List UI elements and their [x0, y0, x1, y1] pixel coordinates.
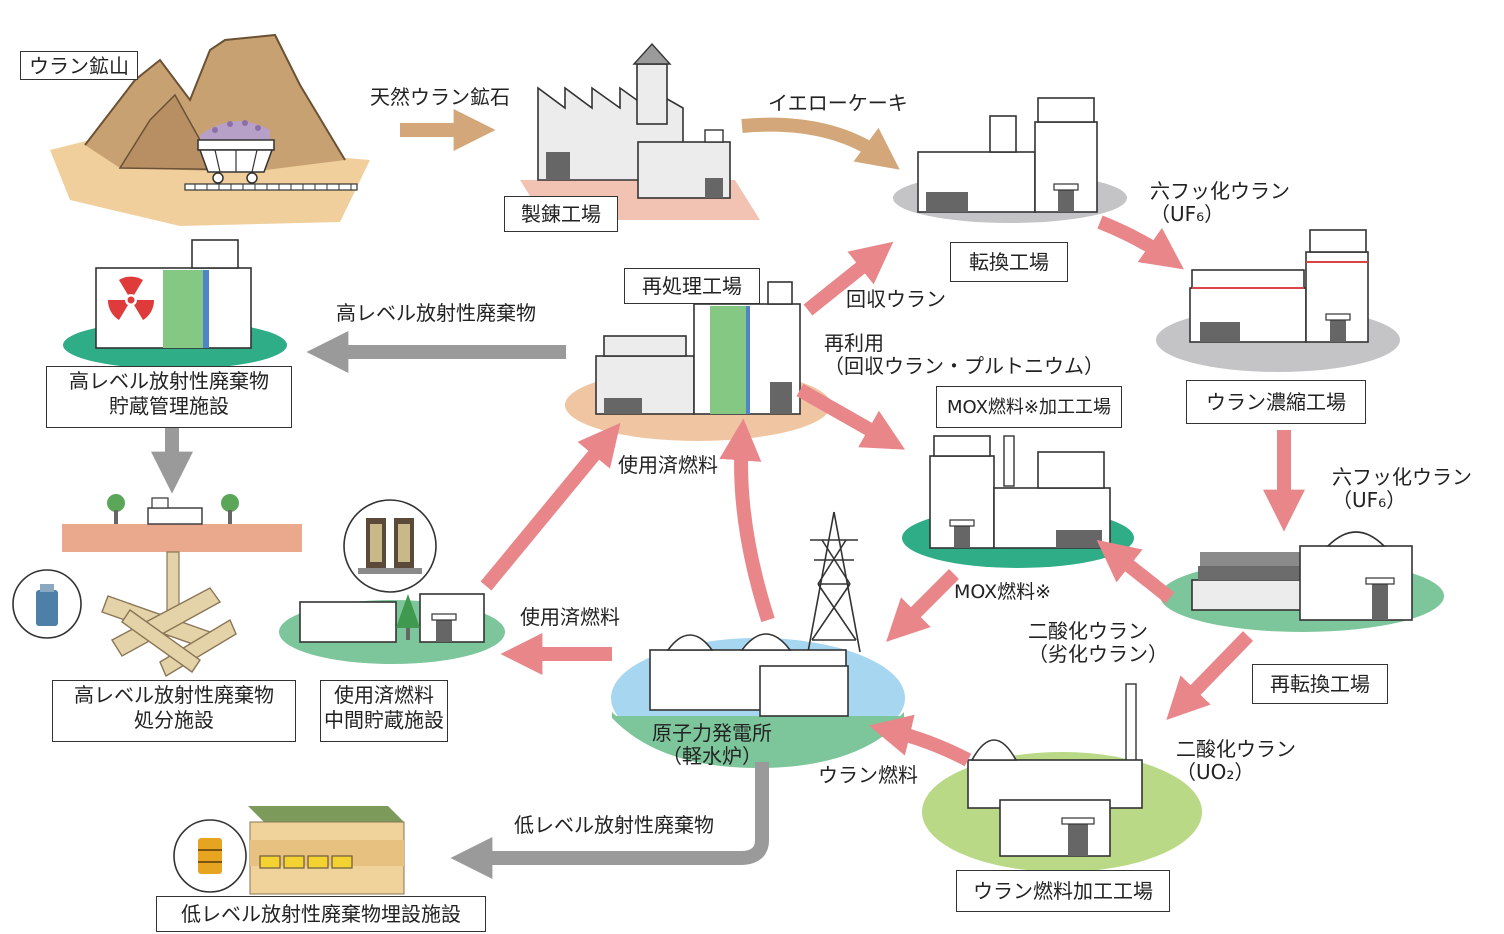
nuclear-power-plant-illustration	[611, 511, 905, 768]
flow-label-reuse: 再利用 （回収ウラン・プルトニウム）	[824, 332, 1104, 378]
arrow-reprocessing-to-mox	[796, 383, 906, 450]
label-spent-fuel-storage-line1: 使用済燃料	[334, 683, 434, 707]
label-hlw-storage: 高レベル放射性廃棄物 貯蔵管理施設	[46, 366, 292, 428]
tree-icon	[396, 594, 420, 640]
label-refining-plant: 製錬工場	[504, 196, 618, 232]
label-spent-fuel-storage-line2: 中間貯蔵施設	[324, 708, 444, 732]
label-npp-line2: （軽水炉）	[662, 744, 762, 768]
label-uranium-mine: ウラン鉱山	[20, 51, 138, 80]
arrow-fabrication-to-npp	[868, 714, 972, 767]
flow-label-reuse-line2: （回収ウラン・プルトニウム）	[824, 354, 1104, 378]
flow-label-uo2: 二酸化ウラン （UO₂）	[1176, 738, 1296, 784]
refining-plant-illustration	[520, 42, 760, 220]
arrow-npp-to-llw	[450, 762, 769, 879]
arrow-reconversion-to-fabrication	[1166, 631, 1254, 721]
label-llw-disposal: 低レベル放射性廃棄物埋設施設	[156, 896, 486, 932]
label-hlw-storage-line1: 高レベル放射性廃棄物	[69, 369, 269, 393]
flow-label-depleted-uo2-line2: （劣化ウラン）	[1028, 642, 1168, 666]
label-hlw-disposal-line1: 高レベル放射性廃棄物	[74, 683, 274, 707]
spent-fuel-storage-illustration	[279, 499, 505, 664]
arrow-yellowcake	[741, 117, 900, 170]
label-fuel-fabrication-plant: ウラン燃料加工工場	[956, 870, 1170, 912]
label-hlw-disposal-line2: 処分施設	[134, 708, 214, 732]
radiation-icon	[107, 276, 155, 320]
label-mox-plant: MOX燃料※加工工場	[936, 386, 1122, 428]
flow-label-reuse-line1: 再利用	[824, 331, 884, 355]
label-spent-fuel-storage: 使用済燃料 中間貯蔵施設	[320, 680, 448, 742]
label-nuclear-power-plant: 原子力発電所 （軽水炉）	[652, 722, 772, 768]
llw-disposal-illustration	[173, 806, 405, 895]
arrow-uf6-to-enrichment	[1097, 215, 1184, 270]
arrow-mox-to-npp	[886, 569, 959, 642]
tree-icon	[107, 494, 125, 524]
flow-label-uo2-line2: （UO₂）	[1176, 760, 1255, 784]
flow-label-uf6-b-line2: （UF₆）	[1332, 488, 1407, 512]
label-enrichment-plant: ウラン濃縮工場	[1186, 380, 1366, 424]
flow-label-mox-fuel: MOX燃料※	[954, 581, 1052, 603]
flow-label-llw: 低レベル放射性廃棄物	[514, 813, 714, 837]
conversion-plant-illustration	[893, 97, 1127, 223]
flow-label-depleted-uo2-line1: 二酸化ウラン	[1028, 619, 1148, 643]
flow-label-natural-ore: 天然ウラン鉱石	[370, 85, 510, 109]
flow-label-uf6-a-line2: （UF₆）	[1150, 202, 1225, 226]
flow-label-hlw: 高レベル放射性廃棄物	[336, 301, 536, 325]
reconversion-plant-illustration	[1160, 531, 1444, 632]
label-reconversion-plant: 再転換工場	[1252, 664, 1388, 704]
label-conversion-plant: 転換工場	[950, 242, 1068, 282]
hlw-storage-illustration	[63, 239, 287, 369]
fuel-fabrication-plant-illustration	[922, 683, 1202, 872]
flow-label-spent-fuel-a: 使用済燃料	[618, 453, 718, 477]
hlw-disposal-illustration	[12, 494, 302, 678]
arrow-npp-to-reprocessing	[719, 418, 775, 623]
label-hlw-disposal: 高レベル放射性廃棄物 処分施設	[52, 680, 296, 742]
flow-label-recovered-uranium: 回収ウラン	[846, 287, 946, 311]
mox-plant-illustration	[902, 435, 1134, 568]
flow-label-yellowcake: イエローケーキ	[768, 91, 908, 115]
arrow-interim-to-reprocessing	[480, 422, 621, 591]
flow-label-spent-fuel-b: 使用済燃料	[520, 605, 620, 629]
flow-label-uranium-fuel: ウラン燃料	[818, 763, 918, 787]
flow-label-uf6-a-line1: 六フッ化ウラン	[1150, 179, 1290, 203]
flow-label-uf6-b-line1: 六フッ化ウラン	[1332, 465, 1472, 489]
enrichment-plant-illustration	[1156, 229, 1400, 372]
arrow-reconversion-to-mox	[1096, 539, 1175, 604]
reprocessing-plant-illustration	[565, 281, 831, 441]
label-hlw-storage-line2: 貯蔵管理施設	[109, 394, 229, 418]
flow-arrows	[151, 109, 1305, 879]
uranium-mine-illustration	[50, 33, 370, 226]
label-npp-line1: 原子力発電所	[652, 721, 772, 745]
arrow-reprocessing-to-conversion	[803, 241, 894, 316]
flow-label-uf6-a: 六フッ化ウラン （UF₆）	[1150, 180, 1290, 226]
transmission-tower-icon	[807, 511, 861, 653]
flow-label-depleted-uo2: 二酸化ウラン （劣化ウラン）	[1028, 620, 1168, 666]
flow-label-uf6-b: 六フッ化ウラン （UF₆）	[1332, 466, 1472, 512]
label-reprocessing-plant: 再処理工場	[624, 268, 760, 304]
flow-label-uo2-line1: 二酸化ウラン	[1176, 737, 1296, 761]
tree-icon	[221, 494, 239, 524]
